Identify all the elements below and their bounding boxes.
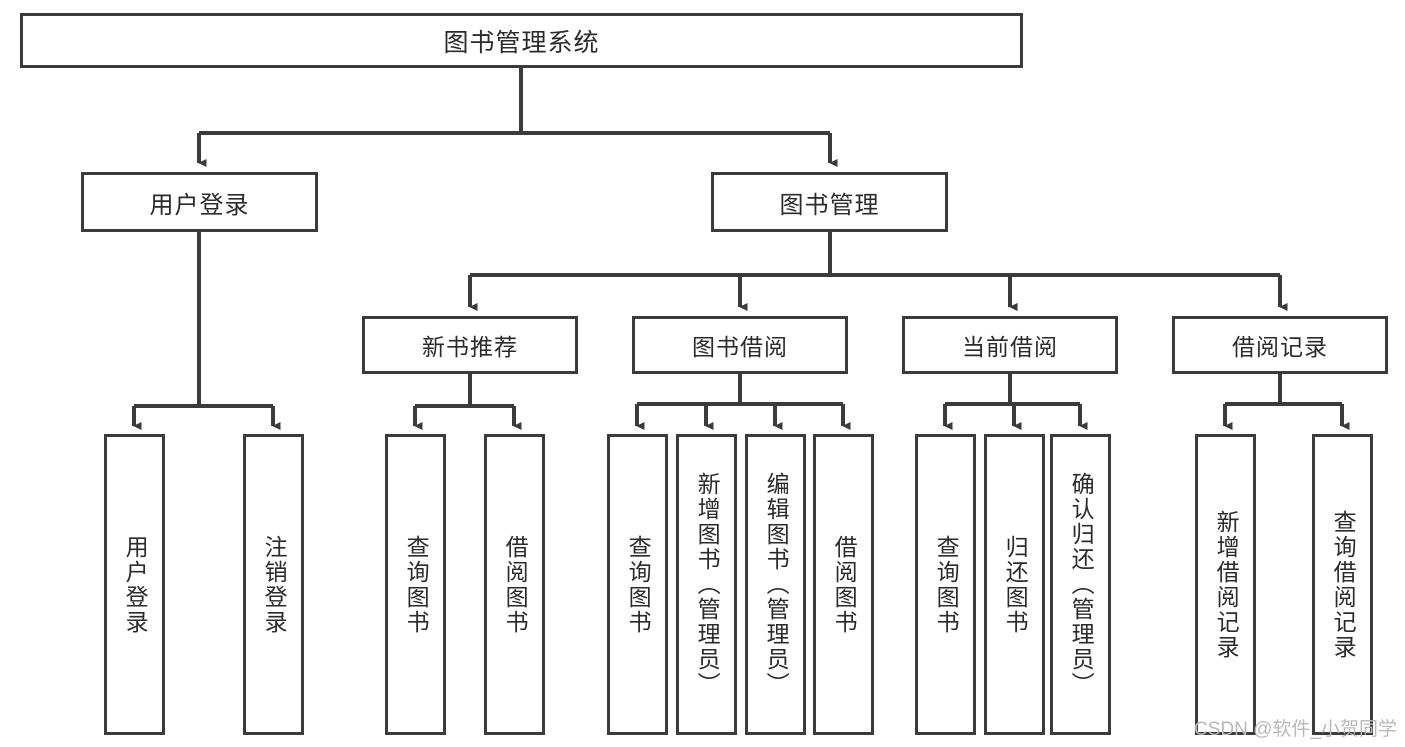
node-label: 查询图书	[933, 534, 960, 635]
node-leaf-query-book-2[interactable]: 查询图书	[607, 434, 668, 735]
node-label: 确认归还（管理员）	[1068, 472, 1095, 697]
node-label: 借阅图书	[831, 534, 858, 635]
node-label: 借阅记录	[1232, 334, 1328, 360]
node-label: 用户登录	[149, 191, 250, 219]
node-leaf-query-record[interactable]: 查询借阅记录	[1312, 434, 1373, 735]
node-book-borrow[interactable]: 图书借阅	[632, 316, 848, 374]
node-leaf-user-login[interactable]: 用户登录	[104, 434, 165, 735]
node-label: 图书管理系统	[443, 28, 600, 57]
node-label: 借阅图书	[502, 534, 529, 635]
node-leaf-edit-book[interactable]: 编辑图书（管理员）	[745, 434, 806, 735]
node-label: 图书借阅	[692, 334, 788, 360]
node-leaf-query-book-3[interactable]: 查询图书	[915, 434, 976, 735]
node-leaf-query-book-1[interactable]: 查询图书	[385, 434, 446, 735]
node-label: 查询图书	[625, 534, 652, 635]
node-label: 查询借阅记录	[1330, 509, 1357, 660]
node-label: 编辑图书（管理员）	[763, 472, 790, 697]
node-leaf-add-record[interactable]: 新增借阅记录	[1195, 434, 1256, 735]
node-label: 用户登录	[122, 534, 149, 635]
node-label: 归还图书	[1002, 534, 1029, 635]
node-label: 新书推荐	[422, 334, 518, 360]
node-new-book-recommend[interactable]: 新书推荐	[362, 316, 578, 374]
node-user-login[interactable]: 用户登录	[81, 172, 318, 232]
node-label: 查询图书	[403, 534, 430, 635]
node-root-system[interactable]: 图书管理系统	[20, 13, 1023, 68]
node-book-manage[interactable]: 图书管理	[711, 172, 948, 232]
node-borrow-record[interactable]: 借阅记录	[1172, 316, 1388, 374]
node-leaf-borrow-book-1[interactable]: 借阅图书	[484, 434, 545, 735]
node-leaf-user-logout[interactable]: 注销登录	[243, 434, 304, 735]
node-label: 注销登录	[261, 534, 288, 635]
node-label: 图书管理	[779, 191, 880, 219]
node-leaf-add-book[interactable]: 新增图书（管理员）	[676, 434, 737, 735]
node-current-borrow[interactable]: 当前借阅	[902, 316, 1118, 374]
node-label: 当前借阅	[962, 334, 1058, 360]
node-label: 新增图书（管理员）	[694, 472, 721, 697]
node-leaf-borrow-book-2[interactable]: 借阅图书	[813, 434, 874, 735]
node-label: 新增借阅记录	[1213, 509, 1240, 660]
node-leaf-return-book[interactable]: 归还图书	[984, 434, 1045, 735]
node-leaf-confirm-return[interactable]: 确认归还（管理员）	[1050, 434, 1111, 735]
